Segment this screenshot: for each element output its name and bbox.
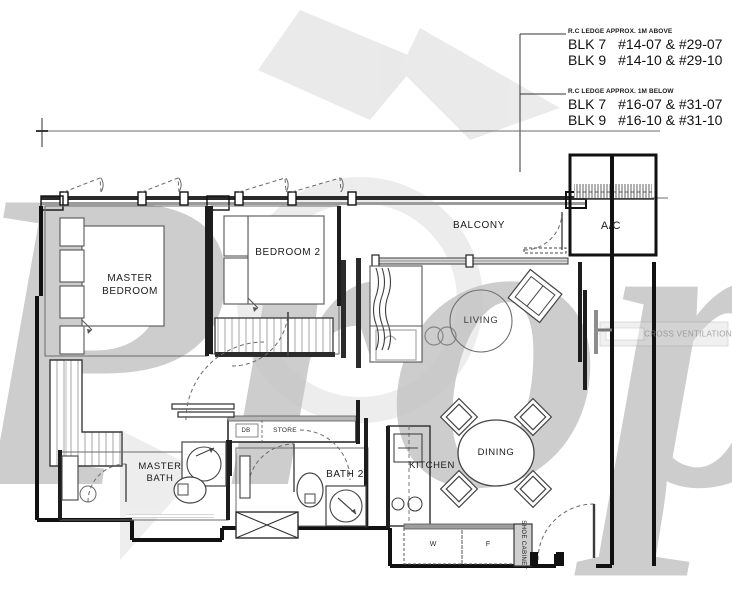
cross-ventilation-callout — [599, 321, 729, 347]
room-dining — [439, 397, 553, 509]
room-balcony — [371, 211, 569, 268]
room-label-dining: DINING — [477, 447, 515, 458]
room-living — [369, 262, 587, 390]
dining-table — [457, 419, 535, 487]
wc-bath2 — [296, 472, 324, 508]
annotation-blk: BLK 7 — [568, 96, 607, 112]
annotation-note: R.C LEDGE APPROX. 1M BELOW — [568, 88, 674, 95]
room-bath-2 — [235, 418, 369, 539]
annotation-block-ledge-below: R.C LEDGE APPROX. 1M BELOW BLK 7 #16-07 … — [568, 88, 722, 128]
room-label-bedroom-2: BEDROOM 2 — [255, 247, 321, 258]
bed-bedroom2 — [247, 215, 325, 305]
fixture-label-fridge: F — [485, 541, 491, 548]
wardrobe-master — [49, 359, 123, 467]
room-label-ac: A/C — [600, 220, 622, 232]
wc-master — [173, 476, 207, 504]
annotation-units: #16-10 & #31-10 — [618, 112, 723, 128]
fixture-label-cross-ventilation: CROSS VENTILATION — [644, 329, 732, 339]
room-label-line: MASTER — [138, 461, 182, 472]
annotation-blk: BLK 7 — [568, 36, 607, 52]
annotation-block-ledge-above: R.C LEDGE APPROX. 1M ABOVE BLK 7 #14-07 … — [568, 28, 722, 68]
bed-master — [81, 225, 165, 327]
wardrobe-bedroom2 — [214, 317, 334, 355]
fixture-label-washer: W — [429, 541, 437, 548]
shower-bath2 — [325, 485, 367, 527]
room-kitchen — [386, 425, 533, 567]
annotation-blk: BLK 9 — [568, 112, 607, 128]
room-label-line: BEDROOM — [102, 286, 158, 297]
annotation-blk: BLK 9 — [568, 52, 607, 68]
room-label-store: STORE — [273, 427, 297, 434]
room-master-bath — [58, 440, 230, 521]
annotation-leader-lines — [519, 33, 566, 172]
annotation-units: #14-07 & #29-07 — [618, 36, 723, 52]
room-bedroom-2 — [209, 205, 361, 368]
annotation-units: #16-07 & #31-07 — [618, 96, 723, 112]
room-label-line: BATH — [146, 473, 174, 484]
dining-chairs — [439, 397, 553, 509]
room-label-balcony: BALCONY — [453, 220, 505, 231]
corridor-walls — [594, 155, 656, 566]
room-master-bedroom — [44, 205, 209, 467]
annotation-note: R.C LEDGE APPROX. 1M ABOVE — [568, 28, 673, 35]
room-label-master-bedroom: MASTER BEDROOM — [102, 272, 158, 298]
shoe-cabinet-box — [513, 523, 533, 567]
entry-door — [530, 503, 596, 566]
tv-console — [369, 265, 423, 363]
room-label-master-bath: MASTER BATH — [138, 461, 181, 485]
room-label-bath-2: BATH 2 — [326, 469, 364, 480]
room-label-line: MASTER — [107, 273, 153, 284]
room-label-living: LIVING — [463, 315, 499, 326]
dimension-line — [36, 118, 660, 147]
room-label-kitchen: KITCHEN — [409, 460, 455, 471]
annotation-units: #14-10 & #29-10 — [618, 52, 723, 68]
room-label-db: DB — [241, 428, 251, 434]
armchair — [507, 268, 563, 324]
living-circle — [449, 289, 513, 353]
fixture-label-shoe-cabinet: SHOE CABINET — [520, 520, 526, 570]
